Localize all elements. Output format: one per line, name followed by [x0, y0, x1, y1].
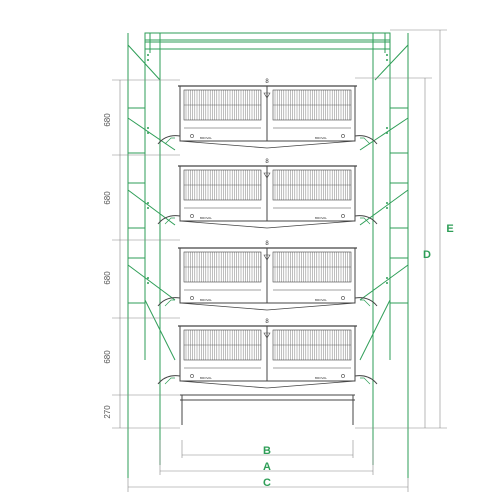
cage-number: 8: [265, 319, 269, 325]
left-feed-trough: [157, 135, 181, 145]
cage-floor: [179, 380, 356, 389]
feeder-brand-label: BROVAL: [200, 298, 212, 302]
feeder-brand-label: BROVAL: [200, 376, 212, 380]
feeder-brand-label: BROVAL: [315, 298, 327, 302]
wire-mesh: [272, 329, 352, 369]
cage-floor: [179, 140, 356, 149]
dimension-label-c: C: [263, 477, 271, 489]
right-feed-trough: [354, 135, 378, 145]
cage-number: 8: [265, 241, 269, 247]
cage-number: 8: [265, 79, 269, 85]
right-feed-trough: [354, 297, 378, 307]
feeder-brand-label: BROVAL: [200, 136, 212, 140]
right-feed-trough: [354, 215, 378, 225]
drinker-valve: [263, 172, 271, 179]
wire-mesh: [183, 89, 262, 129]
drinker-valve: [263, 332, 271, 339]
feeder-brand-label: BROVAL: [315, 216, 327, 220]
wire-mesh: [272, 89, 352, 129]
wire-mesh: [183, 169, 262, 209]
top-beam: [144, 32, 391, 41]
right-feed-trough: [354, 375, 378, 385]
tier-height-4: 680: [103, 350, 112, 364]
drinker-valve: [263, 254, 271, 261]
cage-floor: [179, 220, 356, 229]
dimension-label-a: A: [263, 461, 271, 473]
wire-mesh: [272, 251, 352, 291]
wire-mesh: [183, 251, 262, 291]
tier-height-1: 680: [103, 113, 112, 127]
tier-height-3: 680: [103, 271, 112, 285]
dimension-label-e: E: [446, 223, 453, 235]
top-beam-lower: [144, 41, 391, 50]
dimension-lines: [112, 29, 447, 492]
right-trough-3: [389, 257, 409, 304]
left-trough-3: [127, 257, 146, 304]
base-stand: [180, 394, 355, 425]
drinker-valve: [263, 92, 271, 99]
wire-mesh: [272, 169, 352, 209]
left-feed-trough: [157, 297, 181, 307]
feeder-brand-label: BROVAL: [200, 216, 212, 220]
feeder-brand-label: BROVAL: [315, 136, 327, 140]
left-trough-2: [127, 182, 146, 229]
cage-number: 8: [265, 159, 269, 165]
left-trough-1: [127, 107, 146, 154]
base-height: 270: [103, 405, 112, 419]
right-trough-1: [389, 107, 409, 154]
wire-mesh: [183, 329, 262, 369]
cage-floor: [179, 302, 356, 311]
dimension-label-d: D: [423, 249, 431, 261]
right-trough-2: [389, 182, 409, 229]
tier-height-2: 680: [103, 191, 112, 205]
left-feed-trough: [157, 375, 181, 385]
dimension-label-b: B: [263, 445, 271, 457]
support-frame: [127, 32, 409, 478]
feeder-brand-label: BROVAL: [315, 376, 327, 380]
left-feed-trough: [157, 215, 181, 225]
